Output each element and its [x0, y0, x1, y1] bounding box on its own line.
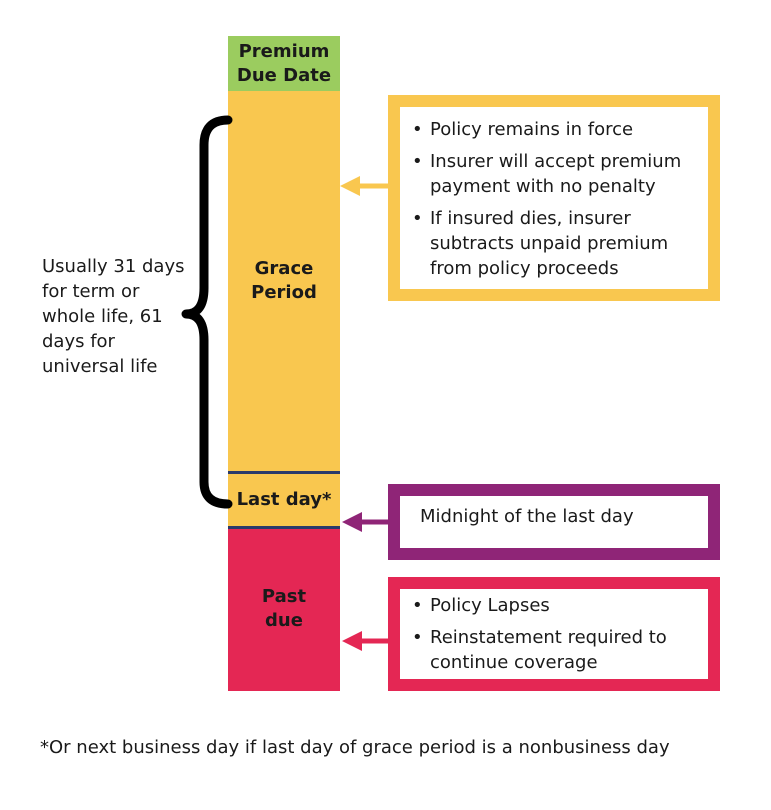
grace-length-note: Usually 31 days for term or whole life, …	[42, 256, 185, 377]
grace-period-segment: Grace Period	[228, 91, 340, 471]
grace-divider	[228, 471, 340, 474]
grace-period-label: Grace Period	[251, 258, 317, 303]
last-day-segment: Last day*	[228, 474, 340, 526]
grace-arrow-icon	[340, 176, 388, 196]
last-day-text: Midnight of the last day	[420, 506, 634, 527]
curly-brace-icon	[181, 115, 233, 509]
last-day-label: Last day*	[236, 489, 332, 510]
past-due-label: Past due	[261, 586, 307, 631]
premium-due-date-segment: Premium Due Date	[228, 36, 340, 91]
past-due-box: Policy Lapses Reinstatement required to …	[388, 577, 720, 691]
grace-bullet: Policy remains in force	[412, 117, 700, 142]
past-due-segment: Past due	[228, 529, 340, 691]
grace-bullet-list: Policy remains in force Insurer will acc…	[412, 117, 700, 288]
past-due-bullet: Reinstatement required to continue cover…	[412, 625, 700, 675]
last-day-box: Midnight of the last day	[388, 484, 720, 560]
grace-bullet: If insured dies, insurer subtracts unpai…	[412, 206, 700, 281]
premium-due-date-label: Premium Due Date	[236, 40, 332, 86]
past-due-bullet: Policy Lapses	[412, 593, 700, 618]
past-due-bullet-list: Policy Lapses Reinstatement required to …	[412, 593, 700, 682]
grace-period-box: Policy remains in force Insurer will acc…	[388, 95, 720, 301]
footnote: *Or next business day if last day of gra…	[40, 737, 670, 758]
last-day-arrow-icon	[342, 512, 388, 532]
last-day-divider	[228, 526, 340, 529]
grace-bullet: Insurer will accept premium payment with…	[412, 149, 700, 199]
past-due-arrow-icon	[342, 631, 388, 651]
